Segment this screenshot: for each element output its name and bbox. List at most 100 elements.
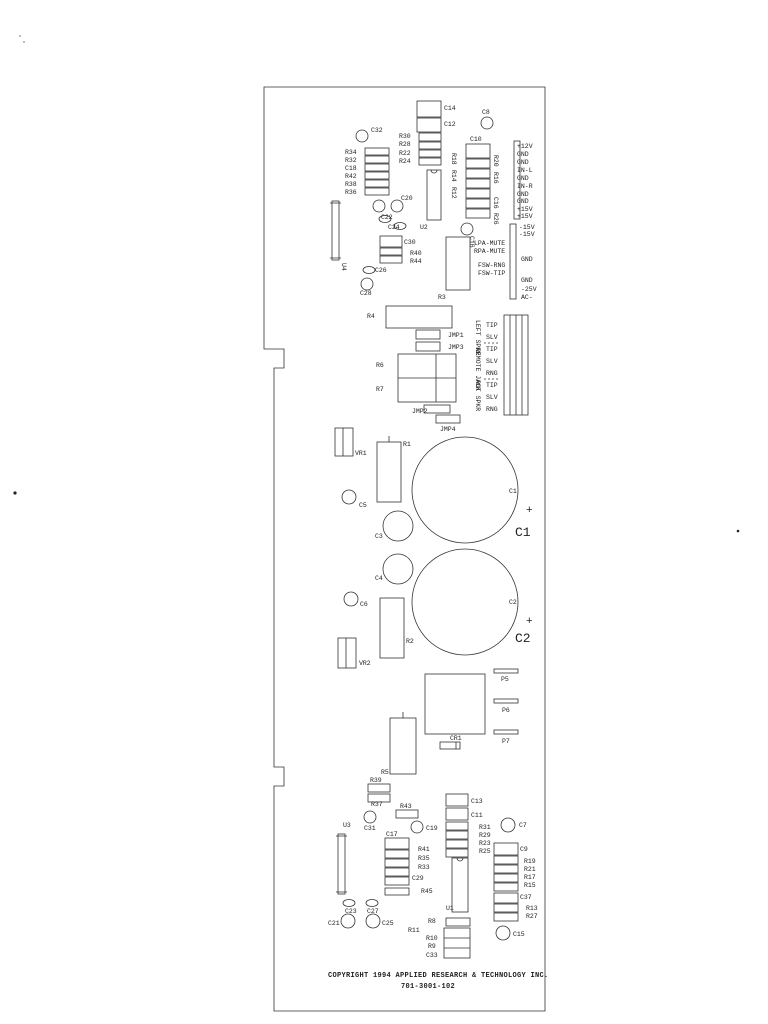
label-r7: R7 xyxy=(376,386,384,393)
label-u2: U2 xyxy=(420,224,428,231)
label-r40: R40 xyxy=(410,250,422,257)
label-r33: R33 xyxy=(418,864,430,871)
label-u1: U1 xyxy=(446,905,454,912)
label-c29: C29 xyxy=(412,875,424,882)
label-r30: R30 xyxy=(399,133,411,140)
label-c10: C10 xyxy=(470,136,482,143)
jack-name: LEFT SPKR xyxy=(474,320,481,355)
label-r27: R27 xyxy=(526,913,538,920)
pin-label: GND xyxy=(517,198,529,205)
label-c19: C19 xyxy=(426,825,438,832)
pin-label: -15V xyxy=(519,224,535,231)
label-c32: C32 xyxy=(371,127,383,134)
mute-label: FSW-TIP xyxy=(478,270,505,277)
label-r16: R16 xyxy=(492,172,499,184)
label-c8: C8 xyxy=(482,109,490,116)
label-c22: C22 xyxy=(381,214,393,221)
pin-label: IN-R xyxy=(517,183,533,190)
label-r12: R12 xyxy=(450,187,457,199)
label-jmp2: JMP2 xyxy=(412,408,428,415)
label-c1-big: C1 xyxy=(515,525,531,540)
jack-pin: TIP xyxy=(486,382,498,389)
label-vr2: VR2 xyxy=(359,660,371,667)
jack-name: RGT SPKR xyxy=(474,380,481,411)
label-r36: R36 xyxy=(345,189,357,196)
connector-mid-pins: -15V -15V GND GND -25V AC- xyxy=(519,224,537,301)
label-r15: R15 xyxy=(524,882,536,889)
mute-label: FSW-RNG xyxy=(478,262,505,269)
label-c7: C7 xyxy=(519,822,527,829)
label-r10: R10 xyxy=(426,935,438,942)
label-p5: P5 xyxy=(501,676,509,683)
label-jmp1: JMP1 xyxy=(448,332,464,339)
label-r5: R5 xyxy=(381,769,389,776)
power-section: VR1 R1 C1 + C1 C5 C3 C4 C2 + C2 C6 R2 V xyxy=(334,427,533,776)
label-p7: P7 xyxy=(502,738,510,745)
label-c5: C5 xyxy=(359,502,367,509)
label-vr1: VR1 xyxy=(355,450,367,457)
connector-top-pins: +12V GND GND IN-L GND IN-R GND GND +15V … xyxy=(517,143,533,220)
label-r42: R42 xyxy=(345,173,357,180)
jack-pin: SLV xyxy=(486,334,498,341)
jack-pin: SLV xyxy=(486,394,498,401)
label-c37: C37 xyxy=(520,894,532,901)
pin-label: -15V xyxy=(519,231,535,238)
label-r41: R41 xyxy=(418,846,430,853)
label-c6: C6 xyxy=(360,601,368,608)
label-r35: R35 xyxy=(418,855,430,862)
label-r20: R20 xyxy=(492,155,499,167)
label-c21: C21 xyxy=(328,920,340,927)
pin-label: AC- xyxy=(521,294,533,301)
label-r25: R25 xyxy=(479,848,491,855)
jack-section: R4 JMP1 JMP3 R6 R7 JMP2 JMP4 LEFT SPKR R… xyxy=(367,305,529,433)
label-c20: C20 xyxy=(401,195,413,202)
label-c2-small: C2 xyxy=(509,599,517,606)
label-c4: C4 xyxy=(375,575,383,582)
jack-pin: SLV xyxy=(486,358,498,365)
label-r3: R3 xyxy=(438,294,446,301)
scan-specks xyxy=(13,35,740,533)
jack-pin: RNG xyxy=(486,370,498,377)
label-cr1: CR1 xyxy=(450,735,462,742)
label-r6: R6 xyxy=(376,362,384,369)
label-u4: U4 xyxy=(340,263,347,271)
pin-label: GND xyxy=(521,277,533,284)
label-r11: R11 xyxy=(408,927,420,934)
label-c31: C31 xyxy=(364,825,376,832)
bottom-section: R39 R37 R43 C13 C11 R31 R29 R23 R25 C7 U… xyxy=(328,777,549,991)
svg-text:+: + xyxy=(526,616,533,628)
label-r31: R31 xyxy=(479,824,491,831)
label-r24: R24 xyxy=(399,158,411,165)
label-c33: C33 xyxy=(426,952,438,959)
jack-name: REMOTE JACK xyxy=(474,348,481,391)
label-c30: C30 xyxy=(404,239,416,246)
jack-pin: TIP xyxy=(486,322,498,329)
mute-label: LPA-MUTE xyxy=(474,240,505,247)
pin-label: GND xyxy=(517,175,529,182)
label-r29: R29 xyxy=(479,832,491,839)
pin-label: GND xyxy=(517,151,529,158)
pin-label: GND xyxy=(521,256,533,263)
label-r2: R2 xyxy=(406,638,414,645)
label-r43: R43 xyxy=(400,803,412,810)
pin-label: GND xyxy=(517,159,529,166)
label-jmp3: JMP3 xyxy=(448,344,464,351)
label-r38: R38 xyxy=(345,181,357,188)
label-c13: C13 xyxy=(471,798,483,805)
label-r22: R22 xyxy=(399,150,411,157)
label-r21: R21 xyxy=(524,866,536,873)
label-c25: C25 xyxy=(382,920,394,927)
jack-pin: TIP xyxy=(486,346,498,353)
label-r37: R37 xyxy=(371,801,383,808)
label-c15: C15 xyxy=(513,931,525,938)
label-c3: C3 xyxy=(375,533,383,540)
pin-label: +15V xyxy=(517,206,533,213)
board-outline xyxy=(263,86,546,1012)
label-c26: C26 xyxy=(375,267,387,274)
label-r4: R4 xyxy=(367,313,375,320)
label-c27: C27 xyxy=(367,908,379,915)
label-p6: P6 xyxy=(502,707,510,714)
label-c24: C24 xyxy=(388,224,400,231)
copyright-text: COPYRIGHT 1994 APPLIED RESEARCH & TECHNO… xyxy=(328,972,549,980)
